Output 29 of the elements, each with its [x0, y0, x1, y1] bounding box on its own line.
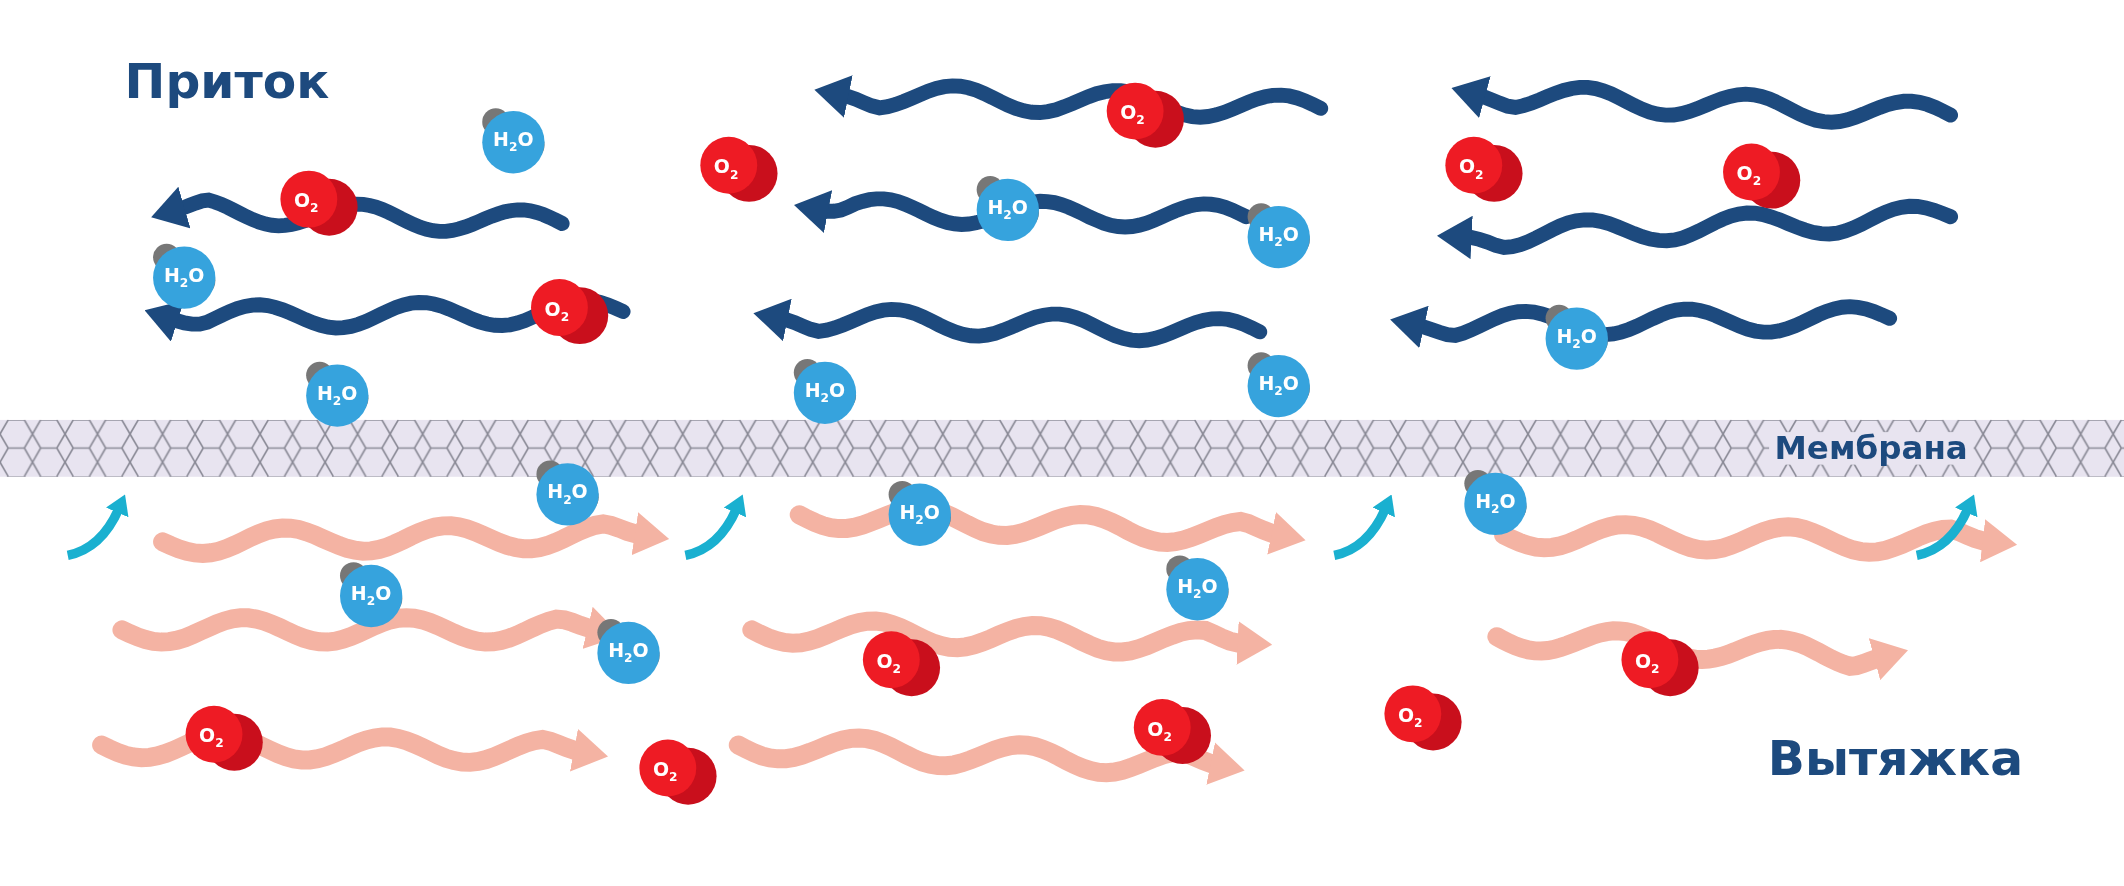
formula-label: O$_{2}$	[544, 299, 570, 324]
formula-label: H$_{2}$O	[1177, 577, 1218, 602]
formula-label: H$_{2}$O	[804, 380, 846, 405]
formula-label: H$_{2}$O	[547, 482, 588, 507]
formula-label: O$_{2}$	[1458, 157, 1484, 182]
formula-label: O$_{2}$	[1120, 102, 1145, 128]
formula-label: H$_{2}$O	[987, 197, 1028, 222]
formula-label: H$_{2}$O	[163, 265, 205, 290]
membrane-label: Мембрана	[1769, 432, 1974, 465]
formula-label: H$_{2}$O	[1258, 224, 1299, 249]
formula-label: O$_{2}$	[1736, 163, 1762, 188]
formula-label: H$_{2}$O	[493, 130, 534, 155]
formula-label: O$_{2}$	[1147, 719, 1172, 744]
formula-label: H$_{2}$O	[899, 502, 940, 527]
formula-label: H$_{2}$O	[1475, 491, 1516, 516]
flow-label: Вытяжка	[1767, 734, 2024, 783]
formula-label: H$_{2}$O	[608, 640, 649, 665]
formula-label: O$_{2}$	[1635, 651, 1660, 676]
formula-label: H$_{2}$O	[1258, 373, 1299, 398]
formula-label: H$_{2}$O	[350, 583, 392, 608]
formula-label: O$_{2}$	[199, 726, 224, 751]
formula-label: O$_{2}$	[876, 651, 902, 676]
formula-label: H$_{2}$O	[1556, 326, 1597, 351]
formula-label: O$_{2}$	[652, 759, 678, 785]
formula-label: O$_{2}$	[1397, 705, 1423, 730]
formula-label: O$_{2}$	[293, 191, 319, 216]
formula-label: O$_{2}$	[713, 157, 739, 182]
flow-label: Приток	[124, 56, 330, 106]
formula-label: H$_{2}$O	[316, 383, 358, 408]
